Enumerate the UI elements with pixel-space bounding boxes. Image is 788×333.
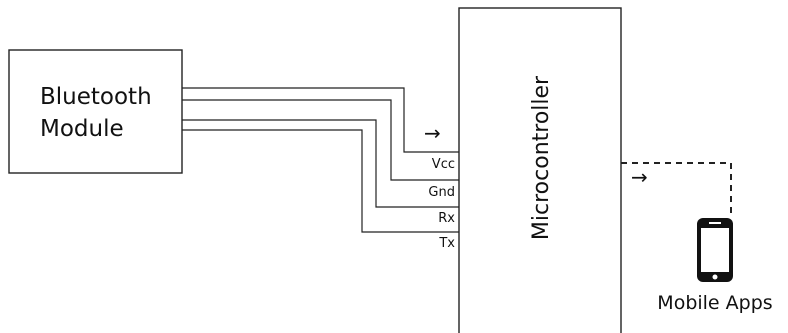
bluetooth-module-label-line1: Bluetooth (40, 84, 152, 110)
wire-bundle (182, 87, 459, 233)
wire-vcc (182, 87, 459, 153)
wire-rx (182, 119, 459, 208)
mobile-apps-label: Mobile Apps (657, 292, 772, 314)
wire-gnd (182, 99, 459, 181)
pin-labels: Vcc Gnd Rx Tx (428, 157, 455, 251)
phone-screen (701, 228, 729, 272)
pin-label-vcc: Vcc (432, 157, 455, 172)
microcontroller-label: Microcontroller (529, 75, 554, 240)
wireless-link-dashed-line (621, 162, 732, 218)
phone-home-button (712, 274, 718, 280)
pin-label-tx: Tx (438, 236, 455, 251)
bluetooth-module-label-line2: Module (40, 116, 124, 142)
input-arrow-icon: → (424, 121, 441, 145)
bluetooth-module-box (8, 49, 183, 174)
smartphone-icon (697, 218, 733, 282)
pin-label-gnd: Gnd (428, 185, 455, 200)
output-arrow-icon: → (631, 165, 648, 189)
wire-tx (182, 129, 459, 233)
microcontroller-box (458, 7, 622, 333)
microcontroller-block: Microcontroller (458, 7, 622, 333)
bluetooth-module-block: Bluetooth Module (8, 49, 183, 174)
phone-speaker (709, 222, 721, 224)
pin-label-rx: Rx (438, 211, 455, 226)
